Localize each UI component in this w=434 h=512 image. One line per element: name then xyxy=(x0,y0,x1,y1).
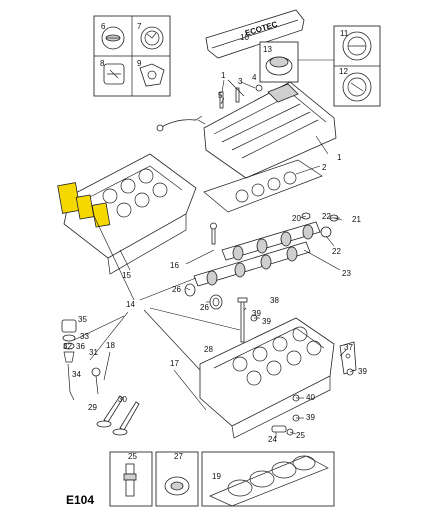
valve-train-parts[interactable] xyxy=(61,319,101,401)
oil-cap-bottom-part[interactable] xyxy=(342,72,372,102)
callout-36: 36 xyxy=(76,342,85,351)
callout-22a: 22 xyxy=(322,212,331,221)
callout-20: 20 xyxy=(292,214,301,223)
figure-code: E104 xyxy=(66,493,94,507)
callout-14: 14 xyxy=(126,300,135,309)
leader-lines xyxy=(73,79,355,438)
oil-filler-cap-13[interactable] xyxy=(259,41,334,83)
callout-6: 6 xyxy=(101,22,106,31)
callout-2: 2 xyxy=(322,163,327,172)
callout-25: 25 xyxy=(296,431,305,440)
callout-12: 12 xyxy=(339,67,348,76)
inset-box-group-6-9 xyxy=(93,15,171,97)
callout-8: 8 xyxy=(100,59,105,68)
oil-cap-emblem-part[interactable] xyxy=(101,26,125,50)
callout-9: 9 xyxy=(137,59,142,68)
camshaft-bolt[interactable] xyxy=(210,222,217,245)
callout-26b: 26 xyxy=(200,303,209,312)
callout-1a: 1 xyxy=(221,71,226,80)
callout-1b: 1 xyxy=(337,153,342,162)
callout-40: 40 xyxy=(306,393,315,402)
head-bolt[interactable] xyxy=(237,297,248,343)
callout-34: 34 xyxy=(72,370,81,379)
callout-25b: 25 xyxy=(128,452,137,461)
pulley-27[interactable] xyxy=(155,451,199,507)
callout-35: 35 xyxy=(78,315,87,324)
callout-labels: 6 7 8 9 10 11 12 13 1 3 4 5 1 2 20 22 21… xyxy=(63,22,367,481)
callout-24: 24 xyxy=(268,435,277,444)
callout-38: 38 xyxy=(270,296,279,305)
callout-5: 5 xyxy=(218,91,223,100)
valve-cover[interactable] xyxy=(203,81,337,179)
inset-box-group-11-12 xyxy=(333,25,381,107)
ecotec-engine-cover[interactable]: ECOTEC xyxy=(205,9,305,59)
bracket-37[interactable] xyxy=(339,341,357,375)
callout-4: 4 xyxy=(252,73,257,82)
highlighted-camshaft-housing[interactable] xyxy=(57,182,111,228)
callout-31: 31 xyxy=(89,348,98,357)
callout-26a: 26 xyxy=(172,285,181,294)
lower-cylinder-head[interactable] xyxy=(199,317,335,439)
gauge-part[interactable] xyxy=(140,26,164,50)
callout-15: 15 xyxy=(122,271,131,280)
callout-11: 11 xyxy=(340,29,349,38)
callout-19: 19 xyxy=(212,472,221,481)
callout-17: 17 xyxy=(170,359,179,368)
sensor-part[interactable] xyxy=(139,63,165,87)
callout-16: 16 xyxy=(170,261,179,270)
valve-cover-gasket[interactable] xyxy=(203,159,323,213)
callout-7: 7 xyxy=(137,22,142,31)
callout-18: 18 xyxy=(106,341,115,350)
callout-37: 37 xyxy=(344,343,353,352)
camshaft-exhaust[interactable] xyxy=(193,241,311,287)
callout-39b: 39 xyxy=(262,317,271,326)
callout-29: 29 xyxy=(88,403,97,412)
callout-32: 32 xyxy=(63,342,72,351)
callout-39a: 39 xyxy=(252,309,261,318)
sensor-25[interactable] xyxy=(109,451,153,507)
callout-21: 21 xyxy=(352,215,361,224)
upper-cylinder-head[interactable] xyxy=(63,153,197,275)
breather-hose[interactable] xyxy=(156,115,203,132)
callout-33: 33 xyxy=(80,332,89,341)
badge-part[interactable] xyxy=(103,63,125,85)
callout-39d: 39 xyxy=(306,413,315,422)
callout-27: 27 xyxy=(174,452,183,461)
callout-30: 30 xyxy=(118,395,127,404)
callout-22b: 22 xyxy=(332,247,341,256)
callout-28: 28 xyxy=(204,345,213,354)
callout-10: 10 xyxy=(240,33,249,42)
callout-13: 13 xyxy=(263,45,272,54)
valves-29-30[interactable] xyxy=(96,395,140,436)
callout-39c: 39 xyxy=(358,367,367,376)
oil-cap-top-part[interactable] xyxy=(342,31,372,61)
callout-3: 3 xyxy=(238,77,243,86)
head-gasket-19[interactable] xyxy=(201,451,335,507)
camshaft-intake[interactable] xyxy=(221,221,321,261)
callout-23: 23 xyxy=(342,269,351,278)
